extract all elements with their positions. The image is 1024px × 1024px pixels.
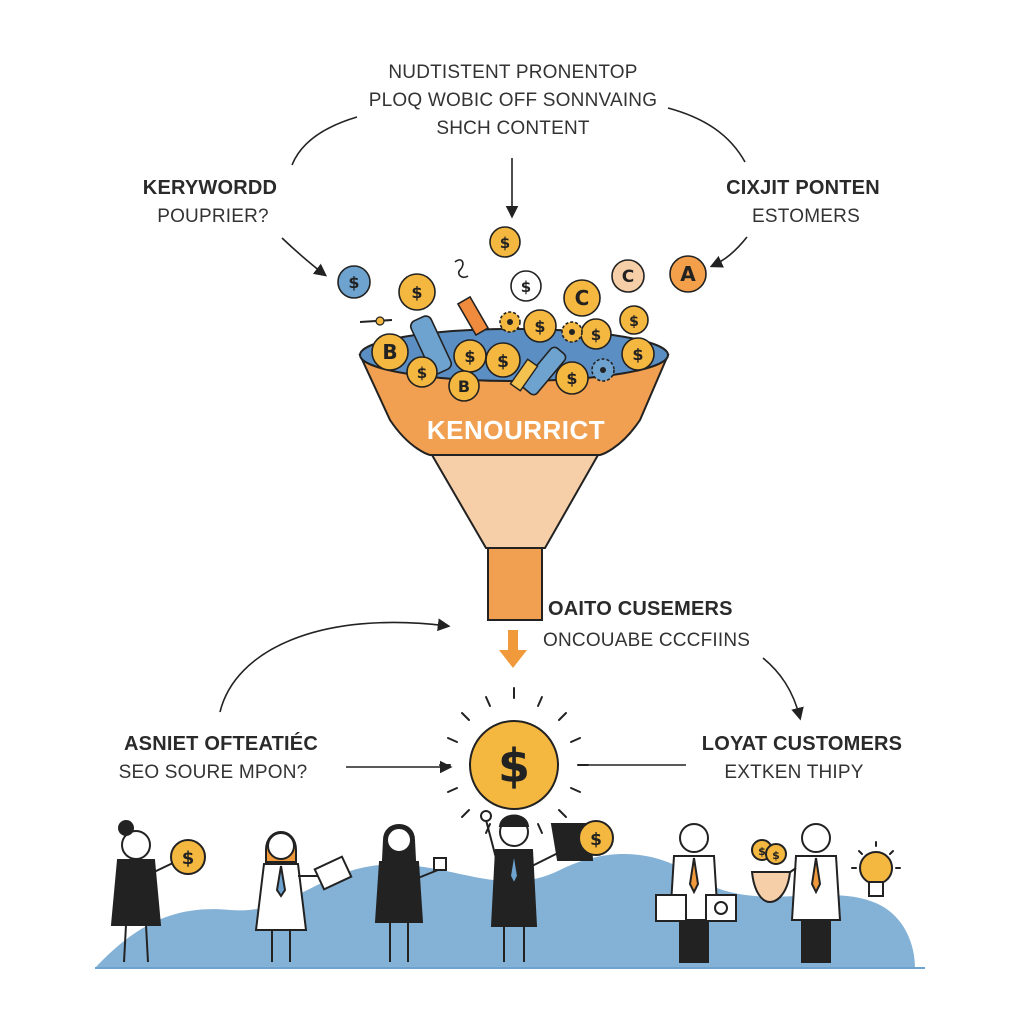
right-top-subtitle: ESTOMERS [752, 206, 860, 227]
coin: $ [406, 356, 438, 388]
coin-c-label: C [622, 267, 634, 287]
coin-b-label: B [458, 377, 470, 396]
gear-icon [591, 358, 615, 382]
arrow-right-curve-down [762, 657, 804, 721]
coin: $ [398, 273, 436, 311]
top-line-2: PLOQ WOBIC OFF SONNVAING [368, 90, 658, 111]
coin-dollar-label: $ [411, 283, 422, 302]
coin-dollar-label: $ [534, 317, 545, 336]
coin: $ [510, 270, 542, 302]
left-bottom-subtitle: SEO SOURE MPON? [118, 762, 308, 783]
coin: $ [485, 342, 521, 378]
person-4: $ [480, 810, 614, 962]
right-mid-title: OAITO CUSEMERS [548, 598, 733, 620]
coin-dollar-label: $ [566, 369, 577, 388]
top-line-1: NUDTISTENT PRONENTOP [388, 62, 638, 83]
arrow-bottom-left-loop [219, 618, 451, 713]
arrow-top-left-curve [291, 116, 358, 166]
person-5 [655, 823, 737, 963]
coin: B [371, 333, 409, 371]
coin: $ [337, 265, 371, 299]
coin-c-label: C [575, 286, 590, 310]
funnel-label: KENOURRICT [426, 415, 606, 445]
coin-b-label: B [382, 340, 397, 364]
right-bottom-subtitle: EXTKEN THIPY [724, 762, 864, 783]
coin: $ [619, 305, 649, 335]
coin-dollar-label: $ [417, 364, 427, 382]
coin: $ [621, 337, 655, 371]
top-line-3: SHCH CONTENT [436, 118, 590, 139]
coin-dollar-label: $ [521, 278, 531, 296]
coin-dollar-label: $ [632, 345, 643, 364]
coin-dollar-label: $ [590, 830, 602, 850]
person-3 [374, 824, 447, 962]
left-top-title: KERYWORDD [142, 177, 278, 199]
coin-dollar-label: $ [182, 848, 195, 869]
coin-dollar-label: $ [348, 273, 359, 292]
coin: $ [489, 226, 521, 258]
coin: A [669, 255, 707, 293]
gear-icon [499, 311, 521, 333]
coin-dollar-label: $ [591, 326, 601, 344]
coin: C [563, 279, 601, 317]
coin-dollar-label: $ [629, 314, 639, 330]
arrow-left-to-funnel [281, 237, 328, 277]
orange-down-arrow [499, 630, 527, 668]
coin: $ [555, 361, 589, 395]
coin-dollar-label: $ [758, 845, 766, 858]
tools-in-funnel [359, 259, 567, 396]
arrow-top-right-curve [667, 107, 746, 163]
coin: B [448, 370, 480, 402]
coin-dollar-label: $ [500, 234, 510, 252]
person-1: $ [110, 820, 206, 963]
arrow-right-to-funnel [709, 236, 748, 268]
coin: $ [453, 339, 487, 373]
coin-a-label: A [680, 262, 696, 286]
left-top-subtitle: POUPRIER? [157, 206, 269, 227]
person-2 [254, 831, 353, 962]
right-top-title: CIXJIT PONTEN [726, 177, 880, 199]
coin-dollar-label: $ [772, 849, 780, 862]
lightbulb-icon [851, 841, 901, 897]
coin-dollar-label: $ [464, 347, 475, 366]
right-bottom-title: LOYAT CUSTOMERS [701, 733, 903, 755]
coin: $ [580, 318, 612, 350]
coin: $ [523, 309, 557, 343]
right-mid-subtitle: ONCOUABE CCCFIINS [543, 630, 751, 651]
person-6: $ $ [750, 823, 842, 963]
sun-dollar-label: $ [498, 739, 530, 793]
coin: C [611, 259, 645, 293]
coin-group: $ $ $ $ C C A $ $ $ B $ $ $ B $ $ [337, 226, 707, 402]
left-bottom-title: ASNIET OFTEATIÉC [124, 733, 318, 755]
coin-dollar-label: $ [497, 352, 509, 372]
gear-icon [561, 321, 583, 343]
